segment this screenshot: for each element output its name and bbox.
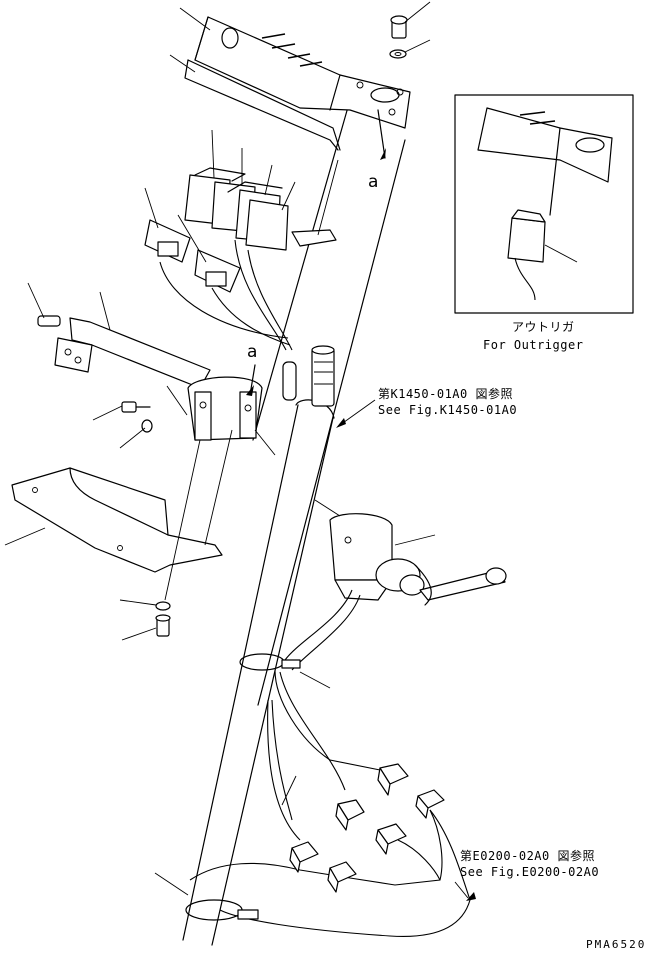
detail-title-jp: アウトリガ [512,320,575,334]
arrow-a-top [377,109,386,160]
mounting-bracket [54,317,263,441]
marker-a-top: a [368,172,379,192]
console-cover [194,16,411,129]
column-shaft [311,345,335,407]
harness-connectors [289,763,445,893]
switch-sockets [144,219,241,293]
column-guide-lines [252,99,406,706]
ref-k1450-jp: 第K1450-01A0 図参照 [378,387,513,401]
switch-wires [159,239,297,401]
ref-e0200-jp: 第E0200-02A0 図参照 [460,849,595,863]
ref-k1450-en: See Fig.K1450-01A0 [378,403,518,417]
arrow-a-mid [246,364,256,396]
blank-plate [291,229,337,247]
marker-a-mid: a [247,342,258,362]
cable-tie-bottom [185,899,259,921]
assembly-lines [164,429,233,601]
detail-title-en: For Outrigger [483,338,584,352]
combination-switch [329,513,507,606]
top-screw [389,15,408,59]
pin [37,315,61,327]
rocker-switches [184,167,289,251]
cable-tie-mid [239,653,301,671]
ref-e0200-en: See Fig.E0200-02A0 [460,865,600,879]
drawing-number: PMA6520 [586,938,647,951]
bolt-lower [155,601,171,637]
leader-lines [4,1,578,899]
lever-wires [284,589,361,671]
console-rail [184,59,341,151]
bolt-left [121,401,153,433]
lower-tray [11,467,223,573]
detail-inset [454,94,634,314]
